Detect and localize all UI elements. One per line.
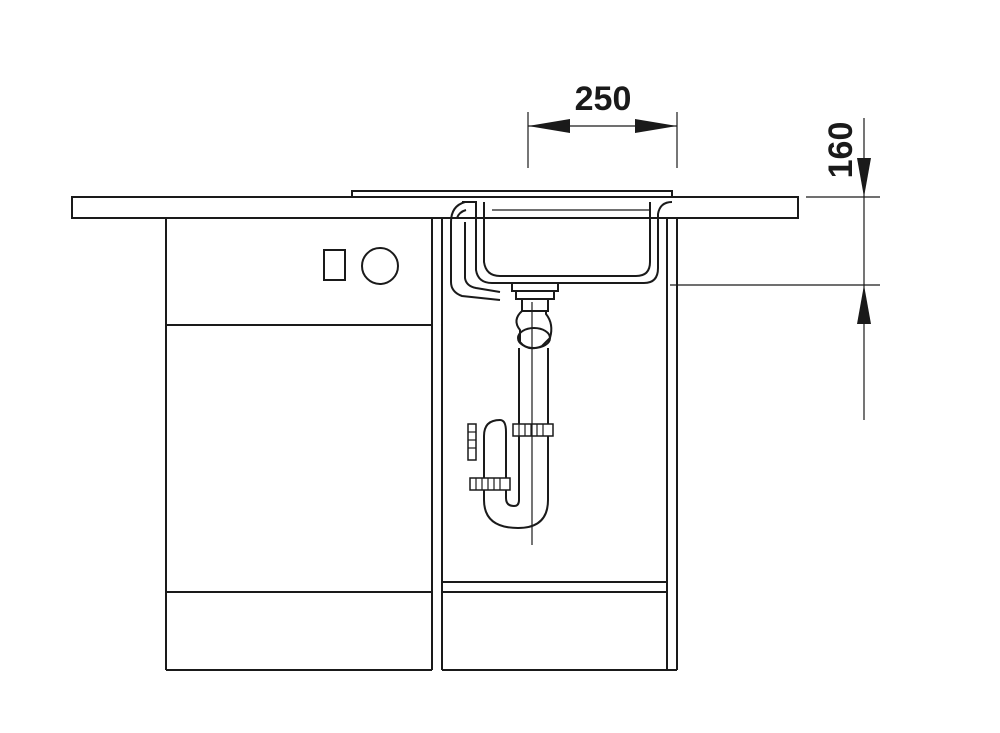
sink-bowl <box>351 190 673 301</box>
countertop <box>71 196 799 219</box>
arrow-down-icon <box>857 158 871 197</box>
arrow-right-icon <box>635 119 677 133</box>
drain-trap <box>467 282 559 545</box>
arrow-up-icon <box>857 285 871 324</box>
height-label: 160 <box>822 122 860 179</box>
control-panel-button-icon <box>323 249 346 281</box>
width-dimension: 250 <box>527 80 678 168</box>
sink-cabinet <box>431 218 678 671</box>
arrow-left-icon <box>528 119 570 133</box>
control-knob-icon <box>361 247 399 285</box>
width-label: 250 <box>575 80 632 118</box>
dishwasher-cabinet <box>165 218 433 671</box>
height-dimension: 160 <box>670 118 880 420</box>
